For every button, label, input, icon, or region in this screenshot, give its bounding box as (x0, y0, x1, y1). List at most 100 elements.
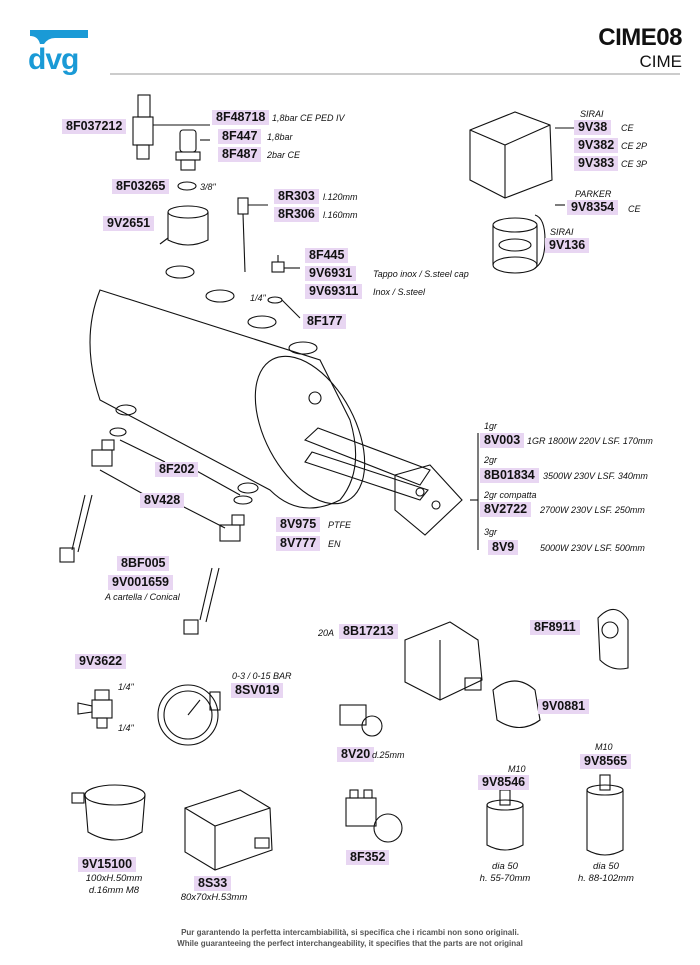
part-code-9V69311[interactable]: 9V69311 (305, 284, 363, 299)
part-code-8F445[interactable]: 8F445 (305, 248, 349, 263)
part-code-9V8354[interactable]: 9V8354 (567, 200, 619, 215)
drip-cup-drawing (71, 784, 146, 841)
part-code-9V383[interactable]: 9V383 (574, 156, 619, 171)
part-note-8V777: EN (328, 539, 341, 549)
diaphragm-drawing (492, 214, 546, 274)
part-note-8SV019: 0-3 / 0-15 BAR (232, 671, 292, 681)
part-note-8V20: d.25mm (372, 750, 405, 760)
part-code-8F037212[interactable]: 8F037212 (62, 119, 127, 134)
knob-small-drawing (492, 680, 541, 729)
manometer-drawing (157, 684, 221, 746)
part-note-9V15100-thread: d.16mm M8 (88, 885, 140, 896)
rotary-switch-drawing (404, 621, 483, 701)
part-code-8F447[interactable]: 8F447 (218, 129, 262, 144)
part-note-9V38: CE (621, 123, 634, 133)
part-code-8F202[interactable]: 8F202 (155, 462, 199, 477)
part-code-8V20[interactable]: 8V20 (337, 747, 375, 762)
bracket-drawing (184, 789, 273, 871)
pressure-switch-drawing (469, 111, 580, 199)
part-code-8F352[interactable]: 8F352 (346, 850, 390, 865)
part-note-9V382: CE 2P (621, 141, 648, 151)
part-code-9V382[interactable]: 9V382 (574, 138, 619, 153)
part-code-8F03265[interactable]: 8F03265 (112, 179, 170, 194)
part-code-8V777[interactable]: 8V777 (276, 536, 321, 551)
part-note-9V8354: CE (628, 204, 641, 214)
part-note-9V15100-size: 100xH.50mm (85, 873, 143, 884)
part-code-8F8911[interactable]: 8F8911 (530, 620, 580, 635)
part-note-9V3622-a: 1/4" (118, 682, 134, 692)
part-code-8V975[interactable]: 8V975 (276, 517, 321, 532)
part-note-quarter-inch: 1/4" (250, 293, 266, 303)
cap-drawing (271, 255, 300, 273)
thread-m10-short: M10 (508, 764, 526, 774)
part-code-8S33[interactable]: 8S33 (194, 876, 232, 891)
part-code-8V428[interactable]: 8V428 (140, 493, 185, 508)
indicator-lamp-drawing (339, 704, 383, 737)
thread-m10-tall: M10 (595, 742, 613, 752)
part-note-20A: 20A (318, 628, 335, 638)
filter-short-drawing (486, 789, 524, 851)
part-code-8B01834[interactable]: 8B01834 (480, 468, 539, 483)
part-note-8F48718: 1,8bar CE PED IV (272, 113, 345, 123)
part-note-8V2722: 2700W 230V LSF. 250mm (540, 505, 645, 515)
part-note-9V69311: Inox / S.steel (373, 287, 426, 297)
part-note-8V003: 1GR 1800W 220V LSF. 170mm (527, 436, 653, 446)
part-note-8F447: 1,8bar (267, 132, 293, 142)
part-note-9V3622-b: 1/4" (118, 723, 134, 733)
part-code-8V003[interactable]: 8V003 (480, 433, 525, 448)
fitting-left-drawing (91, 439, 115, 467)
part-code-9V8565[interactable]: 9V8565 (580, 754, 632, 769)
part-note-8F487: 2bar CE (267, 150, 301, 160)
part-code-9V2651[interactable]: 9V2651 (103, 216, 155, 231)
brand-subtitle: CIME (639, 52, 683, 71)
filter-cup-drawing (159, 205, 209, 246)
part-note-8R303: l.120mm (323, 192, 358, 202)
heating-element-drawing (303, 427, 463, 536)
knob-drawing (597, 608, 629, 670)
part-code-9V6931[interactable]: 9V6931 (305, 266, 357, 281)
oring-drawing (177, 181, 197, 191)
group-1gr: 1gr (484, 421, 498, 431)
part-note-8V9: 5000W 230V LSF. 500mm (540, 543, 645, 553)
part-code-8V2722[interactable]: 8V2722 (480, 502, 532, 517)
group-2gr: 2gr (484, 455, 498, 465)
part-code-8F48718[interactable]: 8F48718 (212, 110, 270, 125)
part-code-8F487[interactable]: 8F487 (218, 147, 262, 162)
part-code-8F177[interactable]: 8F177 (303, 314, 347, 329)
part-code-9V15100[interactable]: 9V15100 (78, 857, 137, 872)
part-code-8R303[interactable]: 8R303 (274, 189, 319, 204)
part-code-8R306[interactable]: 8R306 (274, 207, 319, 222)
part-code-9V38[interactable]: 9V38 (574, 120, 612, 135)
brand-sirai-2: SIRAI (550, 227, 574, 237)
part-note-9V001659: A cartella / Conical (105, 592, 180, 602)
fitting-right-drawing (219, 514, 245, 542)
tube-short-drawing (183, 567, 220, 635)
model-title: CIME08 (598, 24, 682, 51)
footer-disclaimer-en: While guaranteeing the perfect interchan… (177, 939, 523, 948)
group-3gr: 3gr (484, 527, 498, 537)
part-code-8B17213[interactable]: 8B17213 (339, 624, 398, 639)
part-code-9V0881[interactable]: 9V0881 (538, 699, 590, 714)
part-code-9V8546[interactable]: 9V8546 (478, 775, 530, 790)
part-note-8V975: PTFE (328, 520, 352, 530)
part-note-8F03265: 3/8" (200, 182, 216, 192)
part-code-9V3622[interactable]: 9V3622 (75, 654, 127, 669)
part-note-8B01834: 3500W 230V LSF. 340mm (543, 471, 648, 481)
part-code-8V9[interactable]: 8V9 (488, 540, 519, 555)
level-probe-drawing (237, 197, 268, 273)
part-note-8R306: l.160mm (323, 210, 358, 220)
part-code-9V136[interactable]: 9V136 (545, 238, 590, 253)
part-note-9V8565-dia: dia 50 (593, 861, 619, 872)
part-code-9V001659[interactable]: 9V001659 (108, 575, 174, 590)
safety-valve-drawing (132, 94, 154, 160)
part-note-9V383: CE 3P (621, 159, 648, 169)
part-note-8S33-size: 80x70xH.53mm (180, 892, 248, 903)
brand-sirai-1: SIRAI (580, 109, 604, 119)
group-2gr-compatta: 2gr compatta (484, 490, 537, 500)
logo-text: dvg (28, 43, 79, 76)
part-code-8SV019[interactable]: 8SV019 (231, 683, 284, 698)
part-code-8BF005[interactable]: 8BF005 (117, 556, 170, 571)
logo-mark (30, 30, 88, 44)
oring-small-drawing (267, 296, 283, 304)
